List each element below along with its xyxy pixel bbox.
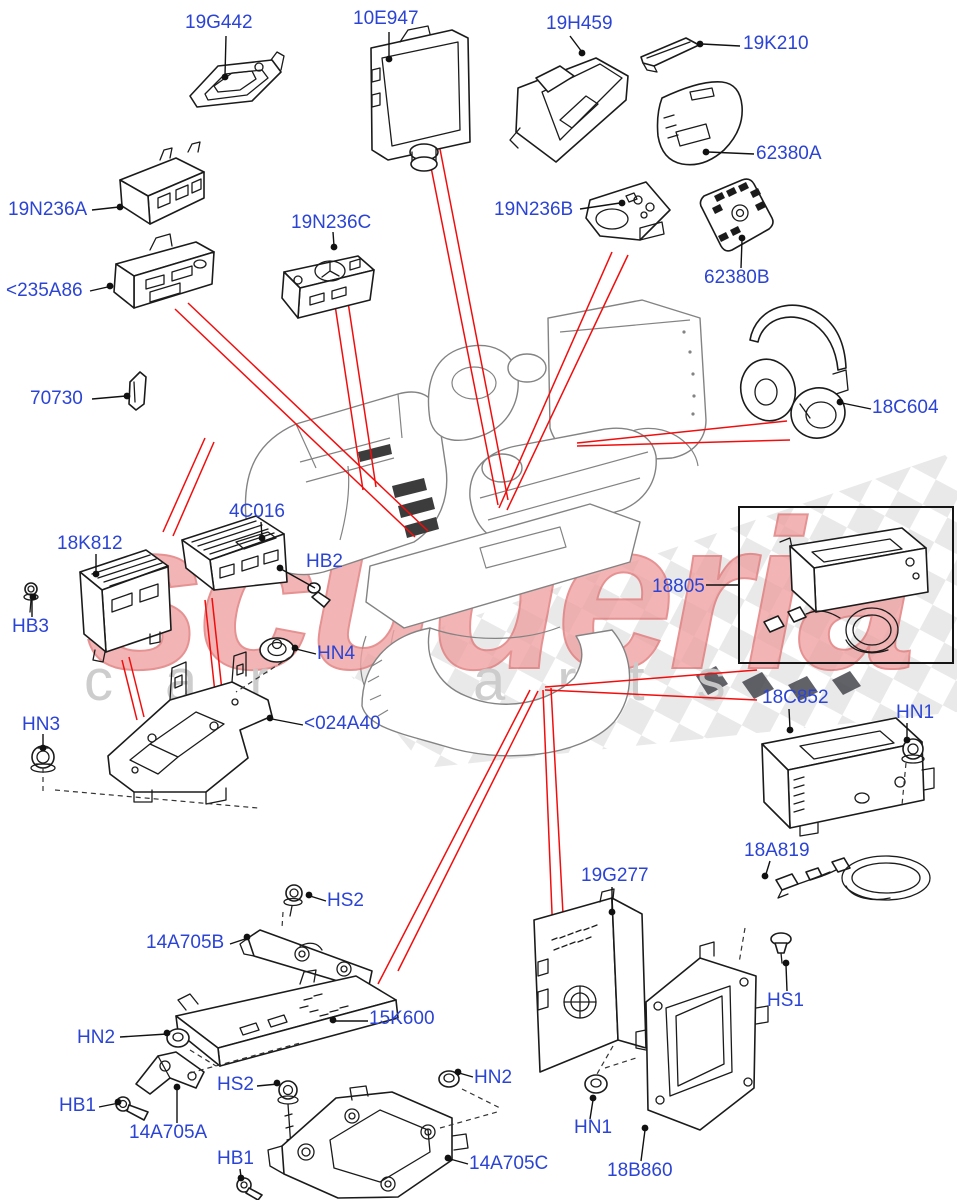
illustration-19N236A (119, 141, 205, 225)
assembly-direction-lines (121, 148, 791, 985)
part-label-14A705C[interactable]: 14A705C (469, 1153, 549, 1174)
illustration-024A40-bracket (107, 651, 273, 805)
part-label-18C852[interactable]: 18C852 (762, 687, 829, 708)
illustration-HS2-upper-screw (283, 884, 303, 917)
illustration-14A705A-bracket (135, 1051, 205, 1095)
part-label-HS2-lower[interactable]: HS2 (217, 1074, 254, 1095)
illustration-19N236B (585, 181, 671, 241)
part-label-4C016[interactable]: 4C016 (229, 501, 285, 522)
console-vents (358, 444, 439, 538)
illustration-HB1-lower-bolt (236, 1177, 263, 1200)
part-label-14A705B[interactable]: 14A705B (146, 932, 225, 953)
part-label-HB1-left[interactable]: HB1 (59, 1095, 96, 1116)
illustration-HN1-lower-nut (584, 1074, 608, 1094)
illustration-18A819-cable (775, 855, 931, 901)
illustration-19N236C (281, 255, 375, 319)
part-label-HN2-left[interactable]: HN2 (77, 1027, 116, 1048)
alignment-dashes (42, 656, 907, 1129)
illustration-4C016 (181, 515, 288, 591)
illustration-HB3-bolt (23, 582, 39, 613)
illustration-14A705B-bracket (239, 929, 373, 991)
part-label-19N236B[interactable]: 19N236B (494, 199, 574, 220)
part-label-HB2[interactable]: HB2 (306, 551, 343, 572)
part-label-10E947[interactable]: 10E947 (353, 8, 419, 29)
part-label-19K210[interactable]: 19K210 (743, 33, 809, 54)
illustration-19K210 (640, 37, 700, 73)
part-label-19N236A[interactable]: 19N236A (8, 199, 88, 220)
part-label-19N236C[interactable]: 19N236C (291, 212, 372, 233)
illustration-18C604-headphones (739, 304, 849, 439)
illustration-70730 (128, 371, 147, 411)
part-label-HN1-right[interactable]: HN1 (896, 702, 935, 723)
illustration-HS2-lower-screw (277, 1080, 299, 1149)
illustration-62380B (699, 178, 774, 252)
illustration-HN2-left-nut (166, 1028, 190, 1048)
illustration-19H459 (509, 57, 629, 163)
part-label-19G277[interactable]: 19G277 (581, 865, 649, 886)
illustration-19G277 (533, 888, 647, 1073)
kit-box-18805 (738, 506, 954, 664)
illustration-14A705C-bracket (267, 1085, 469, 1199)
part-label-15K600[interactable]: 15K600 (369, 1008, 435, 1029)
part-label-HS1[interactable]: HS1 (767, 990, 804, 1011)
illustration-18B860-bracket (635, 941, 769, 1131)
part-label-14A705A[interactable]: 14A705A (129, 1122, 208, 1143)
illustration-19G442 (189, 51, 285, 108)
illustration-HS1-screw (770, 932, 792, 964)
illustration-10E947 (370, 25, 471, 172)
rivet-dots (682, 330, 696, 416)
part-label-HB1-lower[interactable]: HB1 (217, 1148, 254, 1169)
illustration-235A86 (113, 233, 215, 309)
part-label-HB3[interactable]: HB3 (12, 616, 49, 637)
leader-lines (29, 32, 911, 1182)
illustration-HN1-right-nut (901, 738, 925, 764)
part-label-18B860[interactable]: 18B860 (607, 1160, 673, 1181)
part-label-18C604[interactable]: 18C604 (872, 397, 939, 418)
part-label-HN2-mid[interactable]: HN2 (474, 1067, 513, 1088)
part-label-235A86[interactable]: <235A86 (6, 280, 83, 301)
illustration-62380A (656, 81, 743, 166)
part-label-70730[interactable]: 70730 (30, 388, 83, 409)
part-label-18K812[interactable]: 18K812 (57, 533, 123, 554)
illustration-15K600 (175, 969, 399, 1067)
checkered-flag-watermark (340, 455, 957, 768)
part-label-HS2-upper[interactable]: HS2 (327, 890, 364, 911)
illustration-HN2-mid-nut (438, 1070, 460, 1088)
part-label-19G442[interactable]: 19G442 (185, 12, 253, 33)
part-label-HN4[interactable]: HN4 (317, 643, 356, 664)
illustration-18K812 (79, 549, 172, 663)
part-label-18805[interactable]: 18805 (652, 576, 705, 597)
illustration-18C852 (761, 717, 935, 837)
part-label-024A40[interactable]: <024A40 (304, 713, 381, 734)
part-label-HN1-lower[interactable]: HN1 (574, 1117, 613, 1138)
part-label-18A819[interactable]: 18A819 (744, 840, 810, 861)
car-interior-illustration (244, 299, 707, 757)
part-label-62380B[interactable]: 62380B (704, 267, 770, 288)
part-label-62380A[interactable]: 62380A (756, 143, 822, 164)
part-label-HN3[interactable]: HN3 (22, 714, 61, 735)
part-label-19H459[interactable]: 19H459 (546, 13, 613, 34)
